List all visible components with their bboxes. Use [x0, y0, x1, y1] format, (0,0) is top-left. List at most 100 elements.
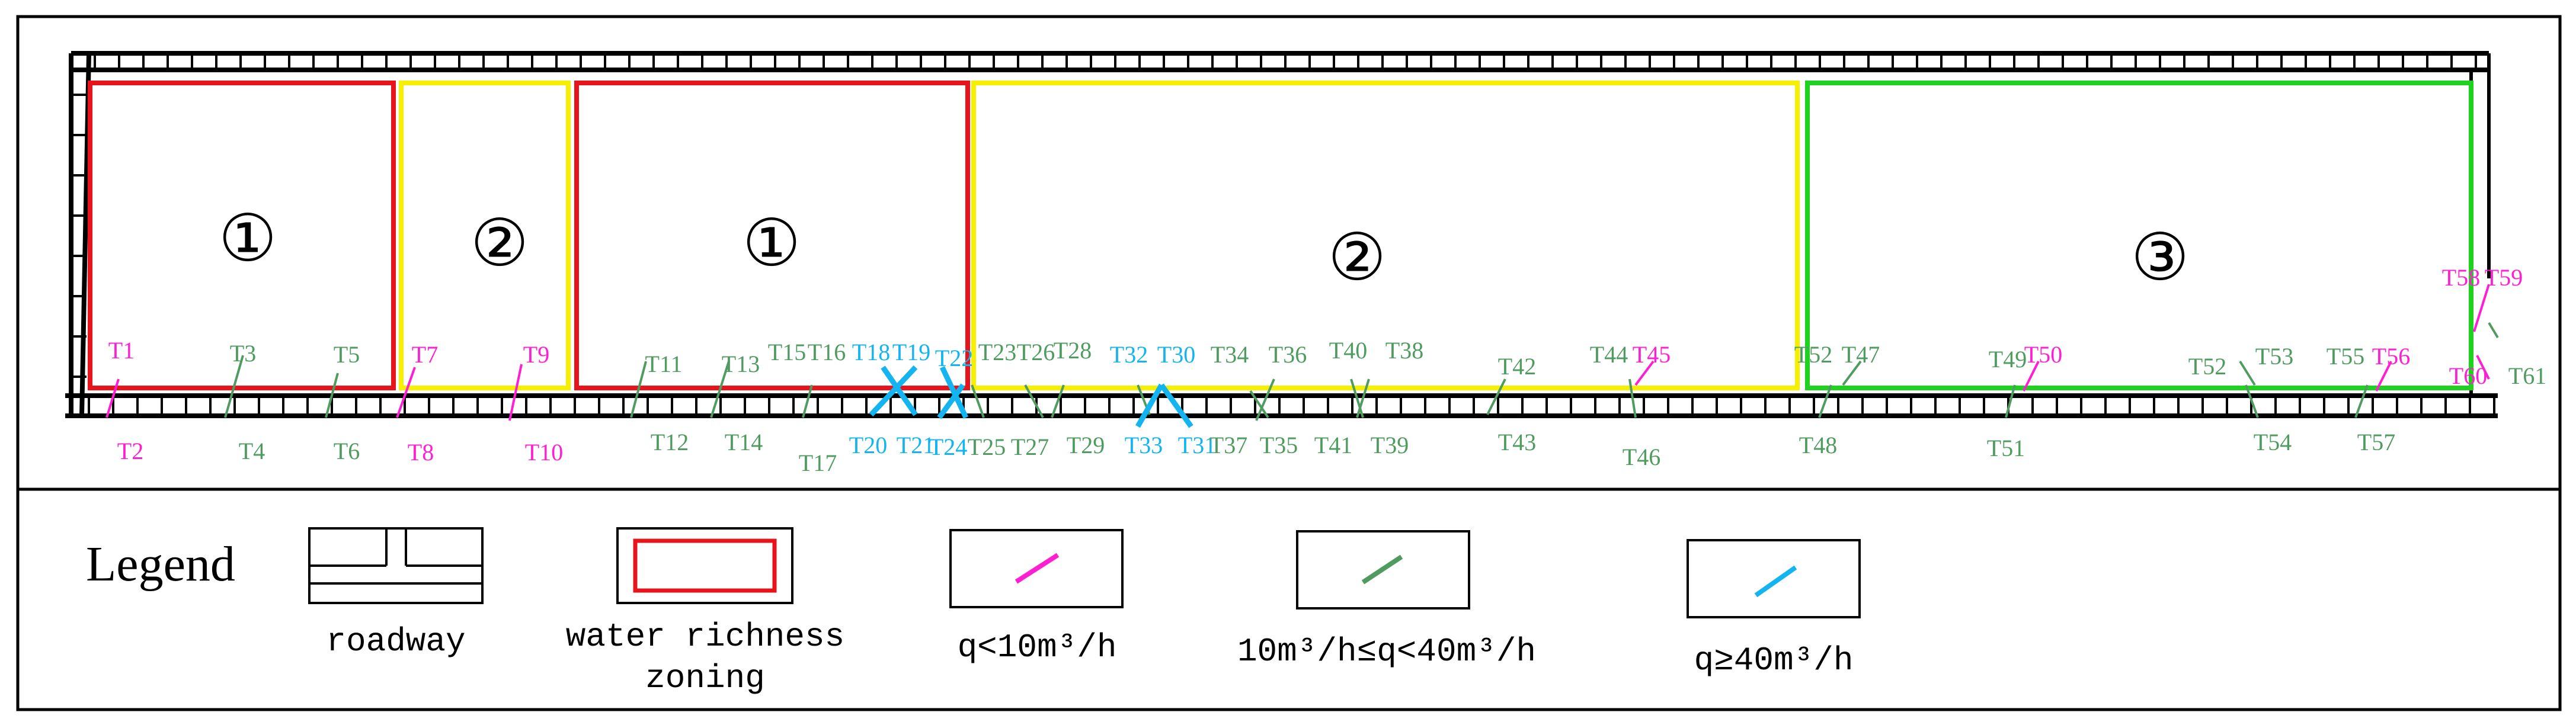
- borehole-mark: [1051, 384, 1065, 418]
- borehole-label: T43: [1498, 429, 1536, 455]
- zone-3: [1805, 81, 2473, 390]
- borehole-mark: [1634, 360, 1655, 386]
- borehole-label: T54: [2254, 429, 2292, 455]
- borehole-mark: [508, 364, 523, 421]
- borehole-mark: [2488, 322, 2499, 339]
- legend-q-mid-line: [1361, 554, 1403, 585]
- zone-1-mid: [574, 81, 970, 390]
- borehole-mark: [105, 378, 120, 418]
- borehole-label: T44: [1590, 341, 1628, 368]
- borehole-label: T41: [1314, 432, 1352, 458]
- borehole-label: T6: [334, 438, 360, 464]
- borehole-mark: [1842, 360, 1862, 386]
- borehole-label: T40: [1329, 337, 1367, 364]
- borehole-mark: [1024, 384, 1044, 418]
- borehole-label: T24: [929, 434, 967, 460]
- borehole-mark: [630, 361, 647, 418]
- legend-zoning-symbol: [616, 527, 793, 604]
- borehole-label: T17: [799, 450, 837, 476]
- zone-1-left: [88, 81, 396, 390]
- borehole-mark: [396, 367, 416, 418]
- borehole-label: T4: [239, 438, 265, 464]
- borehole-mark: [1135, 383, 1164, 428]
- borehole-label: T34: [1211, 341, 1249, 368]
- borehole-label: T9: [523, 341, 549, 368]
- borehole-label: T12: [651, 429, 689, 455]
- borehole-mark: [2473, 284, 2490, 332]
- zone-2-large: [971, 81, 1800, 390]
- borehole-mark: [1255, 378, 1275, 421]
- borehole-label: T55: [2327, 343, 2364, 370]
- borehole-label: T28: [1054, 337, 1092, 364]
- borehole-label: T26: [1017, 339, 1055, 365]
- borehole-label: T1: [108, 337, 135, 364]
- zone-label-2a: ②: [471, 205, 529, 281]
- borehole-label: T47: [1842, 341, 1880, 368]
- borehole-label: T14: [725, 429, 763, 455]
- borehole-label: T51: [1987, 435, 2025, 461]
- borehole-mark: [1249, 390, 1269, 419]
- borehole-label: T13: [722, 351, 760, 377]
- borehole-label: T22: [935, 345, 973, 371]
- legend-q-mid-label: 10m³/h≤q<40m³/h: [1237, 633, 1536, 671]
- borehole-mark: [1350, 378, 1364, 418]
- borehole-mark: [1486, 378, 1506, 415]
- legend-zoning-label-1: water richness: [566, 618, 844, 656]
- legend-roadway-label: roadway: [326, 623, 465, 660]
- borehole-label: T11: [645, 351, 683, 377]
- legend-zoning-label-2: zoning: [645, 659, 765, 697]
- borehole-label: T29: [1067, 432, 1105, 458]
- borehole-label: T16: [808, 339, 846, 365]
- right-roadway: [2469, 53, 2491, 396]
- borehole-label: T58: [2442, 264, 2480, 291]
- borehole-mark: [2375, 361, 2392, 392]
- borehole-label: T45: [1633, 341, 1671, 368]
- legend-q-high-box: [1687, 539, 1861, 618]
- borehole-mark: [869, 365, 918, 417]
- bottom-roadway: [65, 393, 2498, 418]
- borehole-label: T39: [1371, 432, 1409, 458]
- borehole-label: T21: [897, 432, 935, 458]
- zone-label-3: ③: [2131, 219, 2190, 295]
- borehole-mark: [710, 361, 730, 418]
- borehole-mark: [2245, 384, 2259, 418]
- borehole-label: T32: [1110, 341, 1148, 368]
- borehole-label: T30: [1157, 341, 1195, 368]
- borehole-label: T59: [2485, 264, 2523, 291]
- borehole-label: T23: [978, 339, 1016, 365]
- borehole-label: T52: [1794, 341, 1832, 368]
- borehole-label: T38: [1385, 337, 1423, 364]
- borehole-label: T15: [768, 339, 806, 365]
- borehole-mark: [881, 365, 918, 416]
- legend-title: Legend: [86, 537, 235, 592]
- legend-q-mid-box: [1296, 530, 1470, 609]
- borehole-label: T36: [1269, 341, 1307, 368]
- borehole-mark: [1356, 378, 1370, 418]
- zone-2-left: [399, 81, 571, 390]
- borehole-mark: [1159, 383, 1193, 428]
- borehole-mark: [2239, 360, 2256, 386]
- borehole-mark: [1818, 384, 1832, 418]
- borehole-label: T24: [929, 434, 967, 460]
- borehole-mark: [325, 373, 339, 418]
- borehole-mark: [1628, 378, 1637, 418]
- borehole-label: T60: [2449, 362, 2487, 389]
- zone-label-1b: ①: [743, 205, 801, 281]
- borehole-mark: [224, 355, 244, 418]
- borehole-label: T49: [1989, 346, 2027, 373]
- borehole-label: T50: [2024, 341, 2062, 368]
- borehole-label: T33: [1125, 432, 1163, 458]
- borehole-label: T56: [2372, 343, 2410, 370]
- borehole-label: T25: [968, 434, 1006, 460]
- borehole-label: T61: [2508, 362, 2546, 389]
- borehole-label: T20: [849, 432, 887, 458]
- legend-q-high-label: q≥40m³/h: [1694, 641, 1854, 679]
- borehole-label: T31: [1178, 432, 1216, 458]
- borehole-label: T3: [230, 340, 256, 367]
- borehole-label: T42: [1498, 353, 1536, 380]
- borehole-mark: [939, 366, 969, 419]
- borehole-label: T48: [1799, 432, 1837, 458]
